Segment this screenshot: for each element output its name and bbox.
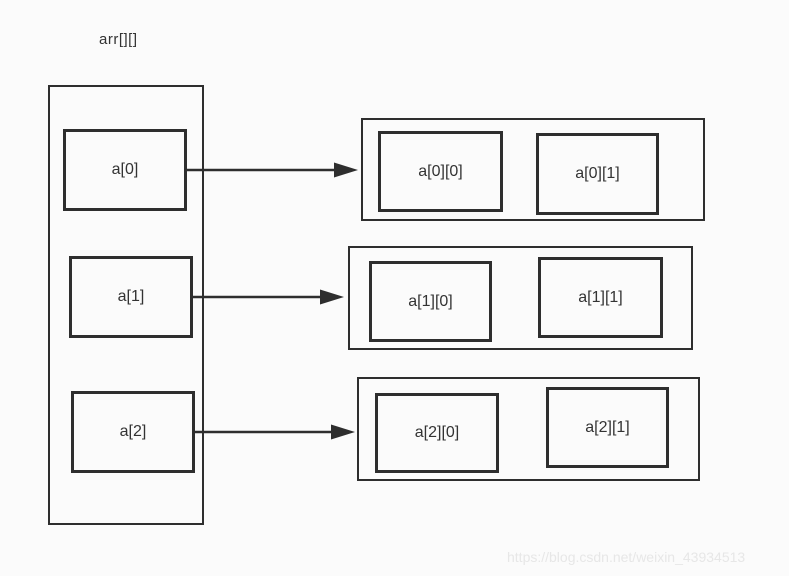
cell-a0-1: a[0][1] — [536, 133, 659, 215]
row-container-2 — [357, 377, 700, 481]
array-title: arr[][] — [99, 31, 138, 48]
cell-a2-0: a[2][0] — [375, 393, 499, 473]
array-element-a2: a[2] — [71, 391, 195, 473]
array-element-a0: a[0] — [63, 129, 187, 211]
cell-a2-1: a[2][1] — [546, 387, 669, 468]
cell-label: a[1][1] — [578, 288, 623, 306]
cell-label: a[0][0] — [418, 162, 463, 180]
row-container-0 — [361, 118, 705, 221]
arrow-a0-to-row0 — [187, 162, 358, 178]
array-element-label: a[1] — [117, 288, 145, 305]
cell-label: a[2][0] — [414, 424, 460, 441]
cell-label: a[1][0] — [408, 292, 453, 310]
cell-label: a[0][1] — [575, 165, 620, 182]
array-element-a1: a[1] — [69, 256, 193, 338]
array-element-label: a[0] — [111, 161, 139, 178]
arrow-a1-to-row1 — [193, 289, 344, 305]
arrow-a2-to-row2 — [195, 424, 355, 440]
cell-a0-0: a[0][0] — [378, 131, 503, 212]
cell-label: a[2][1] — [585, 418, 630, 436]
watermark: https://blog.csdn.net/weixin_43934513 — [507, 549, 746, 565]
cell-a1-0: a[1][0] — [369, 261, 492, 342]
cell-a1-1: a[1][1] — [538, 257, 663, 338]
array-element-label: a[2] — [119, 423, 147, 440]
row-container-1 — [348, 246, 693, 350]
